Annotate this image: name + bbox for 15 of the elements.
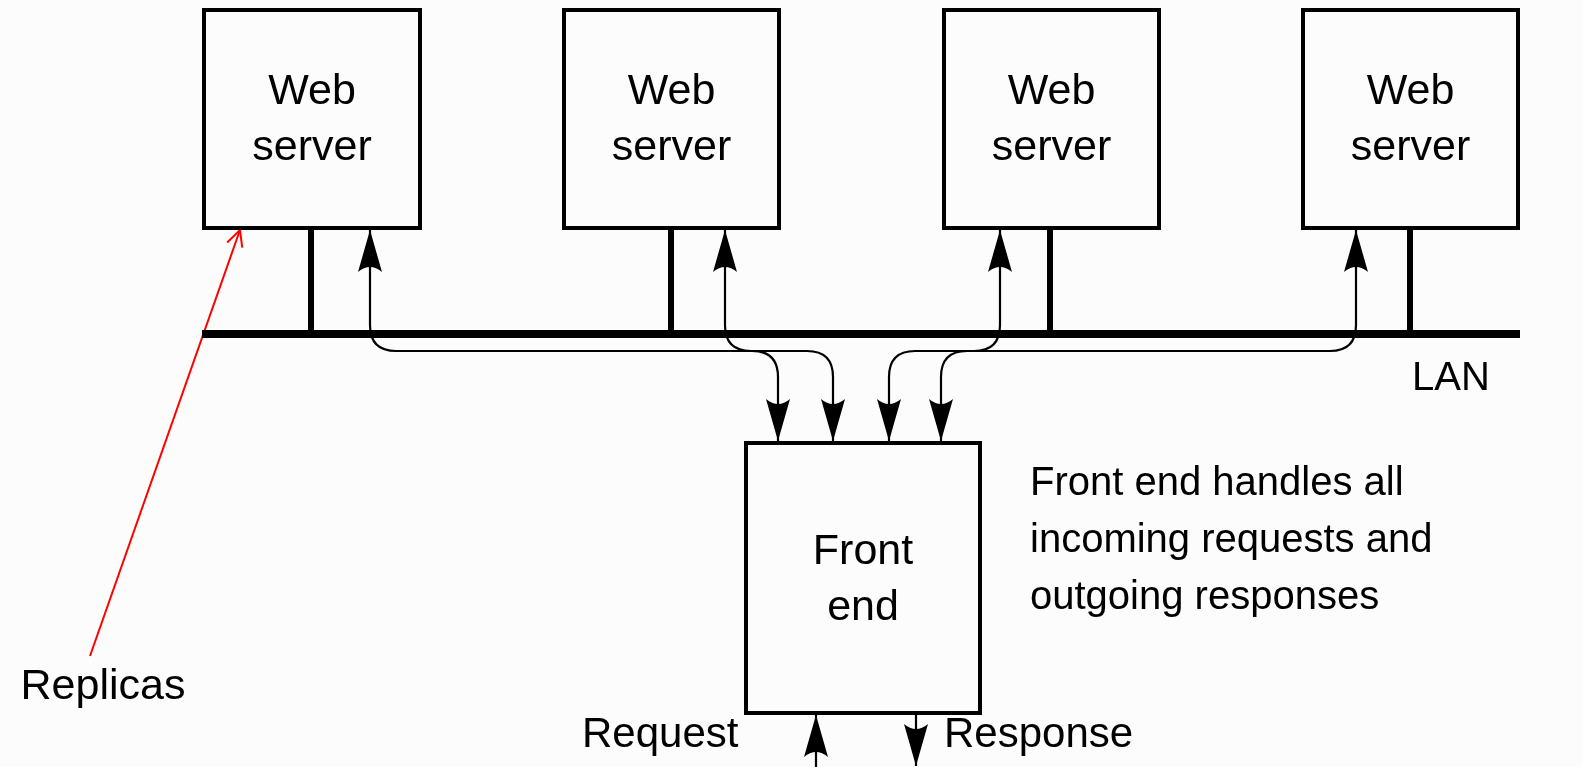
process-box: Web server <box>562 8 781 230</box>
process-box: Front end <box>744 441 982 715</box>
network-bus <box>202 330 1520 338</box>
annotation-text: LAN <box>1412 353 1491 400</box>
connector-line <box>668 230 674 330</box>
leader-line <box>89 229 244 657</box>
text-label: Replicas <box>8 660 198 710</box>
annotation-text: Front end handles all incoming requests and outgoing responses <box>1030 458 1434 619</box>
process-box: Web server <box>942 8 1161 230</box>
process-box: Web server <box>202 8 422 230</box>
connector-line <box>1407 230 1413 330</box>
edge-label: Request <box>582 708 739 758</box>
process-box: Web server <box>1301 8 1520 230</box>
connector-line <box>1047 230 1053 330</box>
connector-line <box>308 230 314 330</box>
